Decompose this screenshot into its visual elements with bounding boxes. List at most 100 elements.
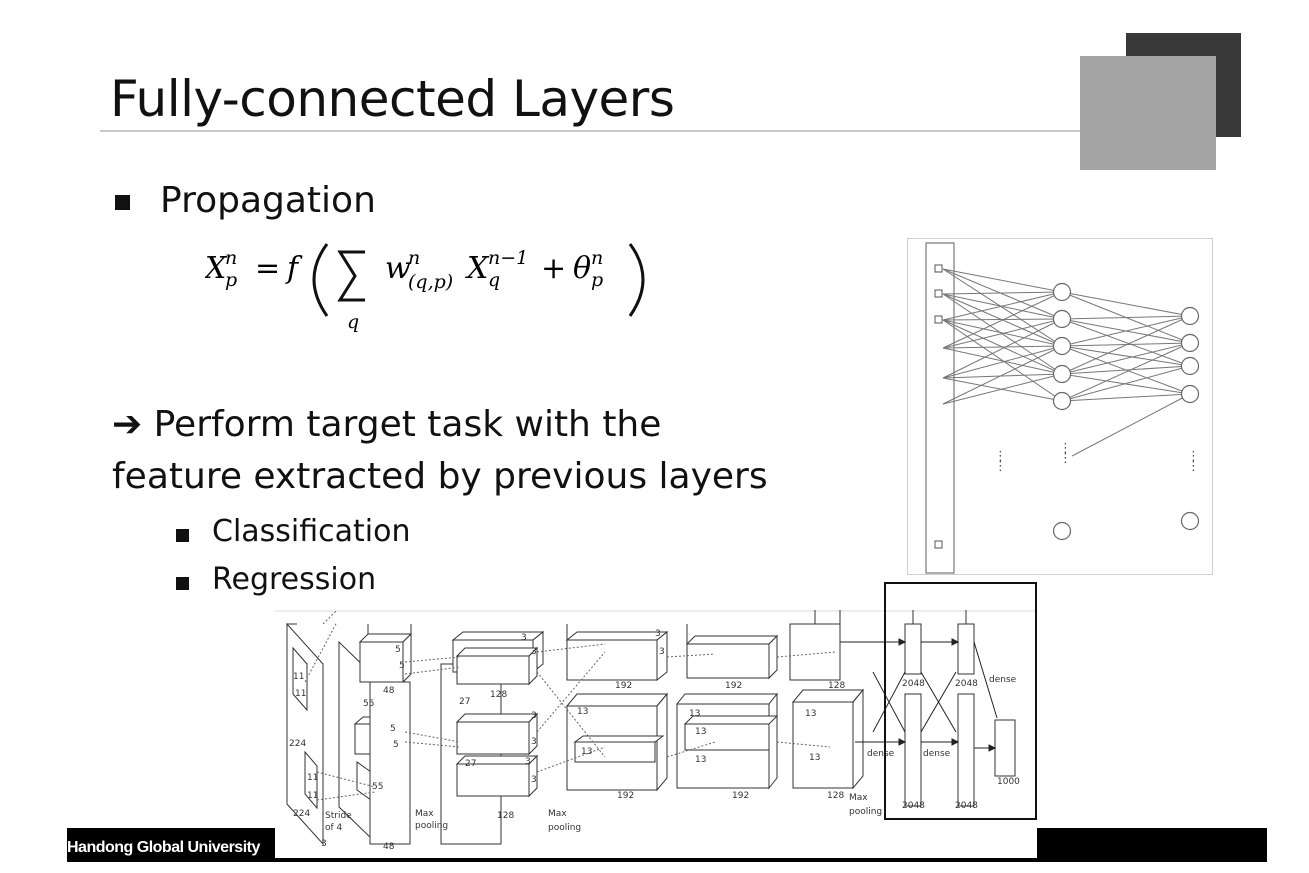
eq-w-sub: (q,p) [408,271,453,293]
diagram-label: 128 [827,791,844,801]
output-nodes [1180,306,1200,531]
ellipsis-icon: ⋮ [994,449,1007,464]
diagram-label: 5 [393,740,399,750]
diagram-label: 1000 [997,777,1020,787]
diagram-label: 5 [390,724,396,734]
cnn-labels: 11 11 224 11 11 224 3 Stride of 4 55 55 … [289,629,1020,852]
eq-theta-sup: n [591,247,603,269]
bullet-propagation: Propagation [160,180,376,221]
eq-sum-index: q [347,311,359,333]
ellipsis-icon: ⋮ [1187,459,1200,474]
diagram-label: 48 [383,686,395,696]
diagram-label: Max [849,793,868,803]
diagram-label: Max [548,809,567,819]
diagram-label: 3 [531,711,537,721]
diagram-label: 3 [525,757,531,767]
diagram-label: 5 [399,661,405,671]
diagram-label: 11 [307,773,318,783]
diagram-label: 13 [695,755,706,765]
eq-x2-sup: n−1 [488,247,528,269]
propagation-equation: X n p = f q w n (q,p) X n−1 q + θ n p [205,243,645,333]
diagram-label: 192 [725,681,742,691]
bullet-square-icon [176,577,189,590]
title-divider [100,130,1100,132]
diagram-label: Max [415,809,434,819]
diagram-label: 2048 [955,801,978,811]
diagram-label: pooling [849,807,882,817]
diagram-label: 13 [689,709,700,719]
dense-connections [840,638,998,752]
eq-x2: X [465,251,490,286]
diagram-label: 3 [531,737,537,747]
diagram-label: dense [989,675,1017,685]
corner-decoration-light [1080,56,1216,170]
dense-layers [904,610,1016,807]
eq-theta: θ [573,251,591,286]
diagram-label: 5 [395,645,401,655]
statement-text: Perform target task with the [142,404,662,445]
diagram-label: 11 [293,672,304,682]
diagram-label: dense [923,749,951,759]
sub-bullet-classification: Classification [212,514,411,549]
conv4-boxes [675,624,779,790]
input-nodes [934,264,943,549]
eq-x: X [205,251,228,286]
eq-sum-sigma [337,250,365,302]
input-layer-bar [925,242,955,574]
diagram-label: 11 [295,689,306,699]
slide-title: Fully-connected Layers [110,70,675,128]
diagram-label: 3 [531,647,537,657]
connections [942,268,1191,457]
arrow-statement-line1: ➔ Perform target task with the [112,404,661,445]
diagram-label: 128 [497,811,514,821]
diagram-label: 192 [615,681,632,691]
conv1-boxes [353,624,413,845]
eq-x2-sub: q [488,269,500,291]
diagram-label: 128 [828,681,845,691]
eq-theta-sub: p [591,269,603,291]
input-layer [286,622,324,846]
diagram-label: 13 [809,753,820,763]
diagram-label: 3 [531,775,537,785]
eq-x-sub: p [225,269,237,291]
diagram-label: 13 [581,747,592,757]
diagram-label: 3 [655,629,661,639]
diagram-label: 128 [490,690,507,700]
cnn-architecture-diagram: 11 11 224 11 11 224 3 Stride of 4 55 55 … [275,582,1037,858]
ellipsis-icon: ⋮ [1187,449,1200,464]
eq-w: w [385,251,411,286]
diagram-label: 48 [383,842,395,852]
conv5-boxes [789,610,865,790]
hidden-nodes [1052,282,1072,541]
eq-plus: + [541,251,566,286]
diagram-label: 2048 [902,801,925,811]
right-arrow-icon: ➔ [112,404,143,445]
sub-bullet-regression: Regression [212,562,377,597]
arrow-statement-line2: feature extracted by previous layers [112,456,768,497]
diagram-label: 3 [659,647,665,657]
diagram-label: of 4 [325,823,343,833]
diagram-label: 3 [321,839,327,849]
footer-university: Handong Global University [67,839,260,856]
eq-left-paren [312,243,329,317]
diagram-label: 3 [521,633,527,643]
bullet-square-icon [115,195,130,210]
diagram-label: pooling [548,823,581,833]
diagram-label: dense [867,749,895,759]
diagram-label: 192 [732,791,749,801]
diagram-label: 55 [372,782,383,792]
diagram-label: 55 [363,699,374,709]
diagram-label: 2048 [955,679,978,689]
diagram-label: 27 [465,759,476,769]
ellipsis-icon: ⋮ [1059,451,1072,466]
fc-network-diagram: ⋮ ⋮ ⋮ ⋮ ⋮ ⋮ [907,238,1213,575]
fc-highlight-box [884,582,1037,820]
diagram-label: 224 [289,739,306,749]
diagram-label: 13 [577,707,588,717]
eq-f: f [285,251,303,286]
eq-right-paren [628,243,645,317]
eq-x-sup: n [225,247,237,269]
eq-equals: = [255,251,280,286]
eq-w-sup: n [408,247,420,269]
projection-lines [304,609,836,801]
